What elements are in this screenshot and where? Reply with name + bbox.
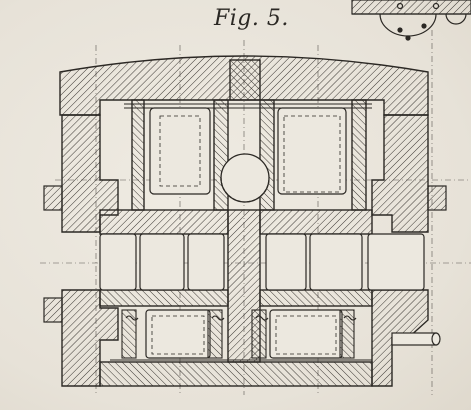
tie-rods [110,103,372,361]
sphere-valve [220,153,270,203]
chambers [99,107,425,359]
side-flanges [43,185,447,323]
output-shaft [391,332,441,346]
casing-section [59,55,429,387]
adjacent-figure-fragment [351,0,471,41]
hidden-lines [151,115,341,355]
figure-title: Fig. 5. [214,6,289,31]
